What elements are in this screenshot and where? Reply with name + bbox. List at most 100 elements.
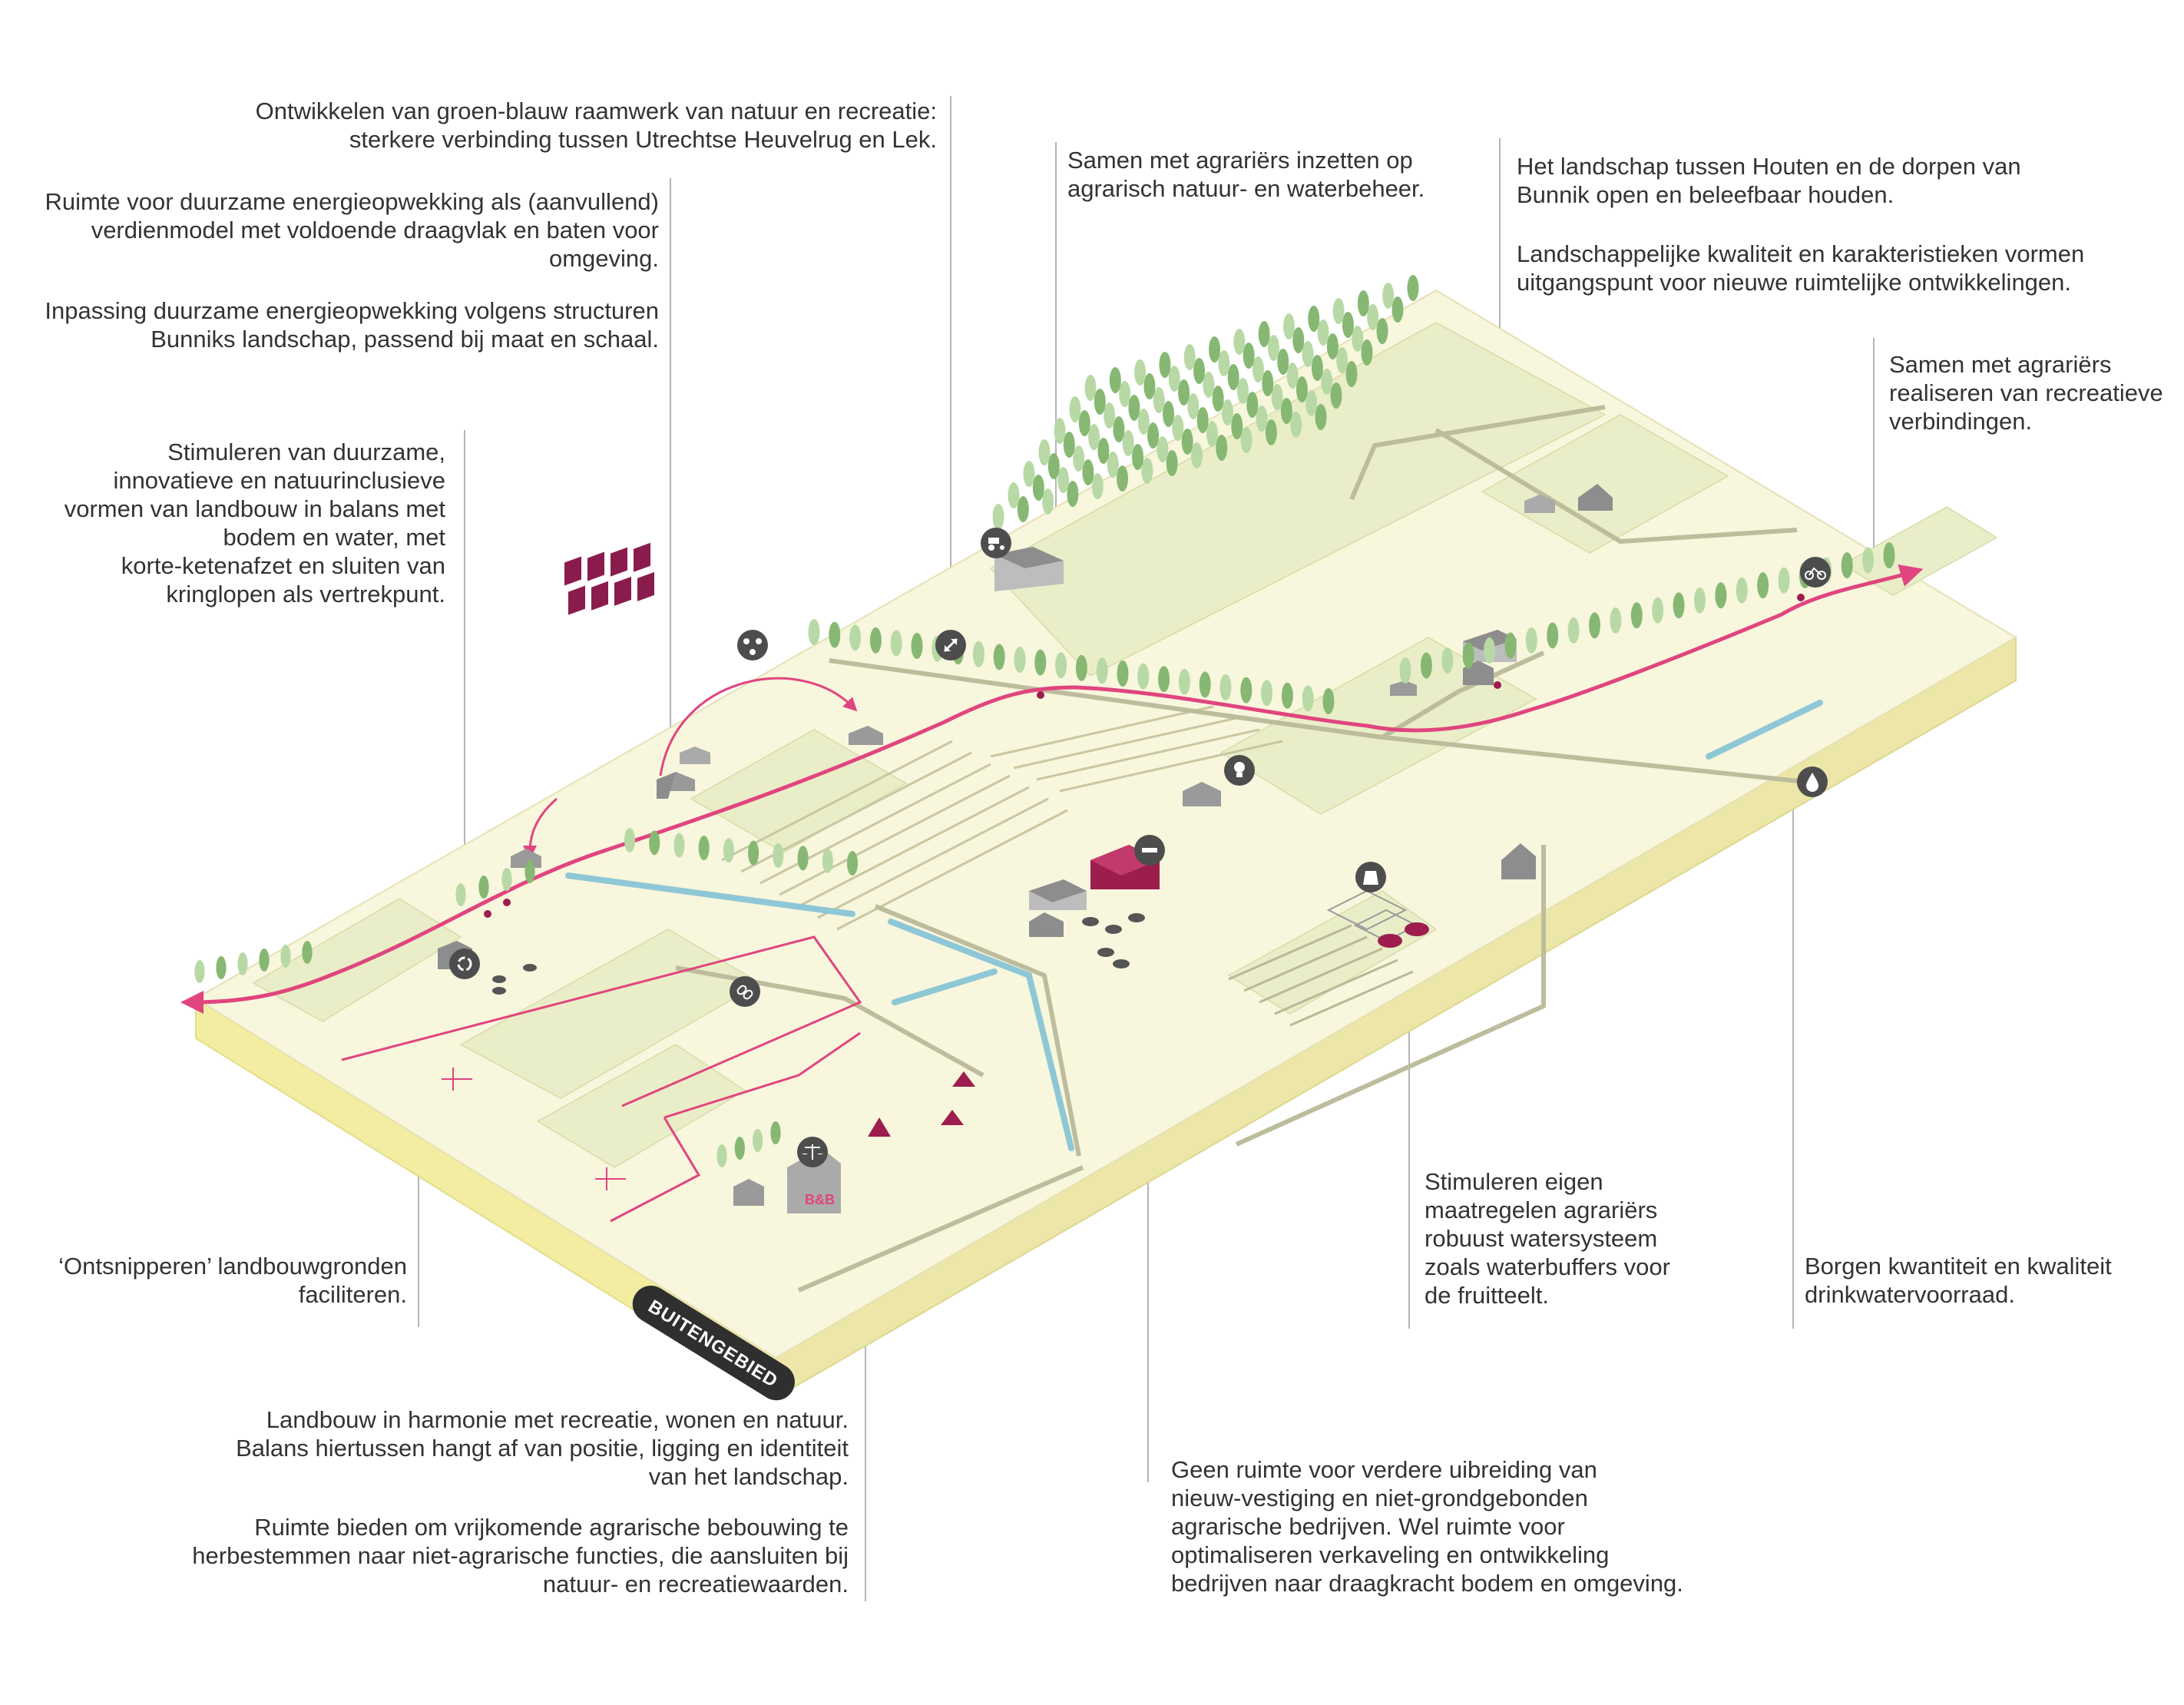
cattle [492, 913, 1145, 995]
tree [829, 621, 841, 648]
tree [1345, 361, 1358, 387]
tree [1117, 465, 1129, 492]
tree [1109, 367, 1121, 393]
tree [1032, 475, 1044, 501]
lightbulb-icon [1224, 755, 1255, 786]
tree [1280, 398, 1292, 424]
tree [1841, 552, 1853, 579]
tree [1137, 663, 1150, 690]
tree [822, 848, 833, 873]
tree [1262, 370, 1274, 396]
tree [1084, 375, 1097, 401]
tree [1132, 444, 1144, 470]
farm-top-right [1524, 484, 1613, 513]
tree [1233, 329, 1246, 355]
tree [1332, 298, 1345, 324]
tree [1055, 652, 1067, 679]
tree [1196, 407, 1209, 433]
tree [1159, 352, 1171, 378]
tree [1265, 419, 1277, 445]
tree [1212, 386, 1224, 412]
tree [1317, 319, 1329, 346]
bicycle-icon [1800, 557, 1831, 588]
tree [1073, 445, 1085, 472]
tree [1096, 657, 1108, 684]
tree [1097, 438, 1110, 464]
farm-north-west [849, 726, 883, 745]
tree [1209, 336, 1221, 363]
recreational-route [180, 564, 1924, 1014]
tree [1240, 427, 1252, 453]
annotation-energie-inpassing: Inpassing duurzame energieopwekking volg… [45, 297, 659, 353]
fertilizer-bag-icon [1355, 862, 1386, 892]
tree [1271, 384, 1283, 410]
farm-near-energy [657, 747, 1221, 806]
tree [1216, 435, 1228, 461]
tree [797, 846, 809, 871]
map-icons [449, 528, 1831, 1167]
farm-top-left [994, 547, 1064, 591]
tree [1158, 666, 1170, 693]
tree [1034, 649, 1047, 676]
tree [1322, 688, 1335, 714]
energy-arc-right [659, 677, 858, 776]
water-buffers [1378, 922, 1429, 948]
tree [1252, 356, 1264, 382]
annotation-watersysteem: Stimuleren eigen maatregelen agrariërs r… [1425, 1168, 1670, 1309]
tree [1157, 436, 1169, 462]
annotation-herbestemmen: Ruimte bieden om vrijkomende agrarische … [192, 1514, 849, 1597]
tree [1547, 622, 1559, 649]
tree [1227, 364, 1239, 390]
tree [1321, 369, 1333, 395]
annotation-groen-blauw: Ontwikkelen van groen-blauw raamwerk van… [255, 98, 937, 153]
tractor-icon [981, 528, 1011, 558]
tree [624, 828, 636, 852]
tree [1147, 422, 1160, 449]
tree [1163, 401, 1175, 427]
tree [1094, 389, 1106, 415]
tree [1113, 416, 1125, 442]
tree [1407, 275, 1419, 301]
tree [1382, 283, 1395, 309]
tree [1693, 587, 1706, 614]
tree [1256, 406, 1268, 432]
tree [1141, 458, 1153, 484]
tree [1236, 378, 1249, 404]
tree [1181, 429, 1193, 455]
tree [524, 860, 535, 883]
annotation-landschap-kwaliteit: Landschappelijke kwaliteit en karakteris… [1517, 240, 2085, 296]
tree [1199, 671, 1211, 698]
tree [1075, 654, 1087, 681]
tree [734, 1137, 745, 1160]
tree [1119, 381, 1131, 407]
tree [1282, 313, 1295, 339]
tree [698, 836, 710, 860]
tree [1302, 341, 1314, 367]
tree [1567, 617, 1580, 644]
tree [1376, 318, 1388, 344]
tree [1504, 632, 1517, 659]
tree [1219, 674, 1232, 700]
tree [723, 838, 734, 863]
tree [1107, 452, 1119, 478]
tree [1178, 379, 1190, 406]
tree [1267, 335, 1279, 361]
farm-center [1029, 879, 1087, 937]
tree [1484, 637, 1496, 664]
tree [1361, 339, 1373, 366]
tree [1088, 424, 1100, 450]
tree [1017, 496, 1029, 522]
tree [1277, 349, 1289, 375]
tree [1757, 572, 1769, 599]
tree [1281, 682, 1293, 709]
tents [868, 1071, 975, 1137]
tree [1261, 680, 1273, 707]
annotation-geen-uitbreiding: Geen ruimte voor verdere uibreiding van … [1171, 1456, 1683, 1597]
tree [1172, 415, 1184, 441]
scales-icon [797, 1137, 828, 1167]
solar-panels [564, 542, 654, 615]
parcel-markers [442, 1068, 626, 1190]
tree [1736, 577, 1748, 604]
tree [890, 630, 902, 657]
tree [972, 641, 984, 667]
